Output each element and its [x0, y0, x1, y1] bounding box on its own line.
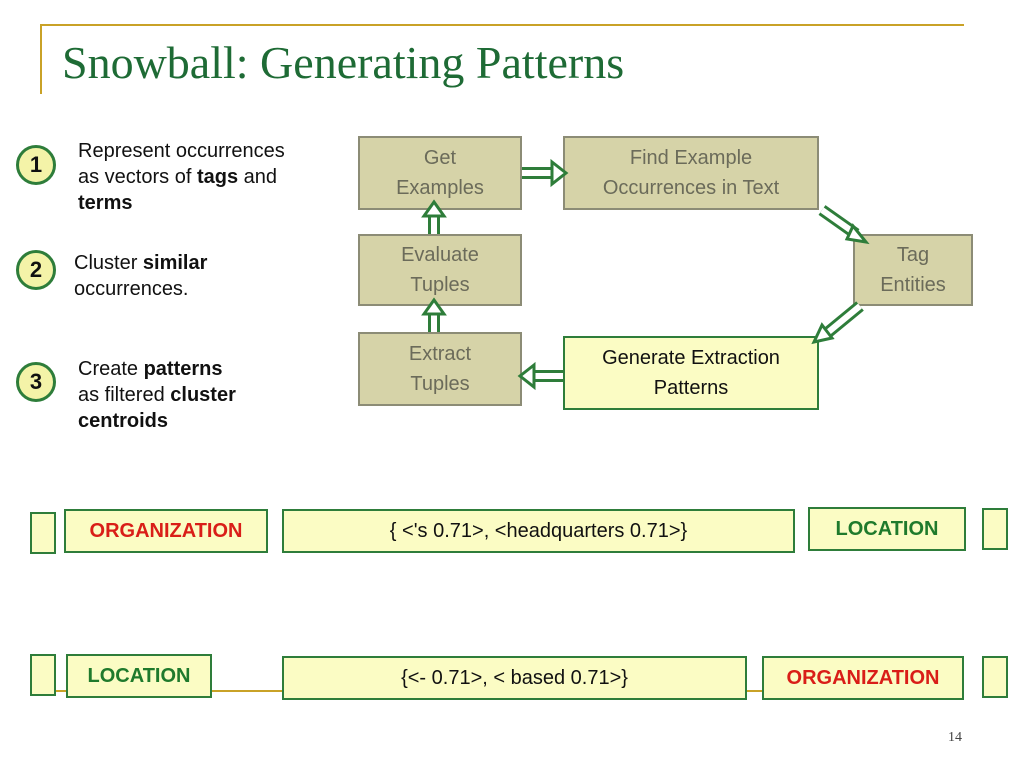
step-3-number: 3	[16, 362, 56, 402]
arrow-find-to-tag	[818, 205, 870, 245]
step-run: and	[238, 166, 277, 188]
pattern-2-right-context	[982, 656, 1008, 698]
step-1-line: terms	[78, 190, 285, 216]
step-run: Cluster	[74, 252, 143, 274]
generate-patterns-box: Generate Extraction Patterns	[563, 336, 819, 410]
pattern-2-right-entity: ORGANIZATION	[762, 656, 964, 700]
top-rule	[40, 24, 964, 26]
evaluate-tuples-box: Evaluate Tuples	[358, 234, 522, 306]
step-1-number: 1	[16, 145, 56, 185]
arrow-evaluate-to-get	[421, 199, 447, 234]
arrow-generate-to-extract	[517, 361, 563, 391]
step-keyword: cluster	[170, 384, 236, 406]
step-2-number: 2	[16, 250, 56, 290]
find-occurrences-box: Find Example Occurrences in Text	[563, 136, 819, 210]
step-run: occurrences.	[74, 278, 189, 300]
pattern-1-left-entity: ORGANIZATION	[64, 509, 268, 553]
arrow-get-to-find	[522, 158, 569, 188]
pattern-2-middle-vector: {<- 0.71>, < based 0.71>}	[282, 656, 747, 700]
step-keyword: terms	[78, 192, 133, 214]
step-3-line: Create patterns	[78, 356, 236, 382]
step-keyword: centroids	[78, 410, 169, 432]
step-1-line: Represent occurrences	[78, 138, 285, 164]
step-run: Represent occurrences	[78, 140, 285, 162]
slide-title: Snowball: Generating Patterns	[62, 37, 625, 88]
step-run: Create	[78, 358, 144, 380]
tag-entities-box: Tag Entities	[853, 234, 973, 306]
step-1-line: as vectors of tags and	[78, 164, 285, 190]
pattern-1-right-context	[982, 508, 1008, 550]
pattern-1-right-entity: LOCATION	[808, 507, 966, 551]
step-2-line: Cluster similar	[74, 250, 207, 276]
pattern-1-left-context	[30, 512, 56, 554]
step-3-line: centroids	[78, 408, 236, 434]
step-3-line: as filtered cluster	[78, 382, 236, 408]
pattern-2-left-context	[30, 654, 56, 696]
step-run: as filtered	[78, 384, 171, 406]
step-2-line: occurrences.	[74, 276, 207, 302]
page-number: 14	[948, 730, 962, 745]
pattern-2-left-entity: LOCATION	[66, 654, 212, 698]
arrow-tag-to-generate	[811, 301, 864, 345]
step-keyword: similar	[142, 252, 208, 274]
step-keyword: tags	[196, 166, 239, 188]
pattern-1-middle-vector: { <'s 0.71>, <headquarters 0.71>}	[282, 509, 795, 553]
extract-tuples-box: Extract Tuples	[358, 332, 522, 406]
get-examples-box: Get Examples	[358, 136, 522, 210]
step-keyword: patterns	[143, 358, 223, 380]
arrow-extract-to-evaluate	[421, 297, 447, 332]
left-rule	[40, 24, 42, 94]
step-run: as vectors of	[78, 166, 197, 188]
